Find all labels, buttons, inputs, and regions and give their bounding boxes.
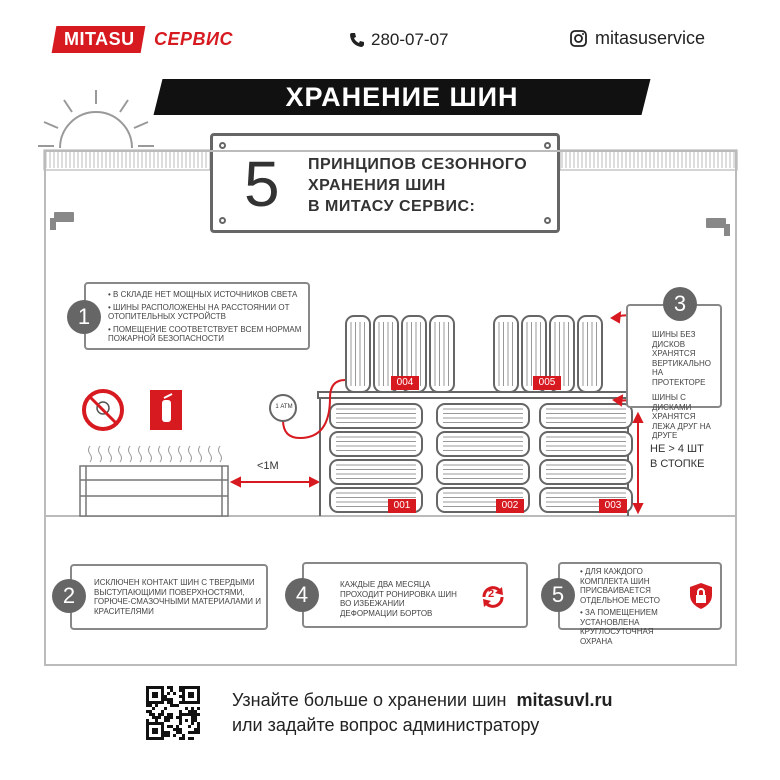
radiator-icon — [79, 465, 229, 517]
principle-5-number: 5 — [541, 578, 575, 612]
principle-5-text: • ДЛЯ КАЖДОГО КОМПЛЕКТА ШИН ПРИСВАИВАЕТС… — [580, 567, 660, 646]
logo-service: СЕРВИС — [154, 29, 233, 49]
tire-lying — [539, 431, 633, 457]
phone-icon — [350, 33, 364, 47]
tire-standing — [373, 315, 399, 393]
tire-standing — [577, 315, 603, 393]
tire-tag-005: 005 — [533, 376, 561, 390]
distance-arrow — [229, 476, 321, 488]
website-link[interactable]: mitasuvl.ru — [516, 690, 613, 710]
principle-2-text: ИСКЛЮЧЕН КОНТАКТ ШИН С ТВЕРДЫМИ ВЫСТУПАЮ… — [94, 578, 261, 616]
stack-height-arrow — [632, 411, 644, 515]
brand-logo: MITASU СЕРВИС — [51, 26, 233, 54]
principle-2-box — [70, 564, 268, 630]
principle-3-number: 3 — [663, 287, 697, 321]
principle-3-box — [626, 304, 722, 408]
fire-extinguisher-sign-icon — [150, 390, 182, 430]
instagram-icon — [570, 30, 587, 47]
page-title: ХРАНЕНИЕ ШИН — [285, 82, 519, 112]
tire-standing — [345, 315, 371, 393]
principle-2-number: 2 — [52, 579, 86, 613]
tire-standing — [493, 315, 519, 393]
rotation-icon — [482, 586, 504, 608]
intro-box — [210, 133, 560, 233]
no-light-sign-icon — [82, 389, 124, 431]
footer-text: Узнайте больше о хранении шин mitasuvl.r… — [232, 690, 613, 735]
distance-label: <1M — [257, 460, 279, 472]
principle-1-box — [84, 282, 310, 350]
tire-tag-002: 002 — [496, 499, 524, 513]
tire-lying — [436, 431, 530, 457]
camera-icon-left — [50, 212, 74, 230]
tire-lying — [329, 431, 423, 457]
principle-1-number: 1 — [67, 300, 101, 334]
principle-4-box — [302, 562, 528, 628]
tire-lying — [436, 459, 530, 485]
tire-lying — [436, 403, 530, 429]
tire-tag-004: 004 — [391, 376, 419, 390]
principle-3-text: ШИНЫ БЕЗ ДИСКОВ ХРАНЯТСЯ ВЕРТИКАЛЬНО НА … — [652, 330, 711, 440]
shield-lock-icon — [690, 583, 712, 609]
instagram-contact[interactable]: mitasuservice — [570, 28, 705, 49]
instagram-handle: mitasuservice — [595, 28, 706, 48]
principle-1-text: • В СКЛАДЕ НЕТ МОЩНЫХ ИСТОЧНИКОВ СВЕТА •… — [108, 290, 302, 343]
phone-number: 280-07-07 — [371, 30, 449, 49]
stack-limit-label: НЕ > 4 ШТ В СТОПКЕ — [650, 443, 705, 470]
tire-lying — [539, 403, 633, 429]
rotation-badge: 2 — [488, 588, 495, 600]
tire-lying — [329, 403, 423, 429]
tire-lying — [539, 459, 633, 485]
qr-code-icon[interactable] — [146, 686, 200, 740]
tire-tag-003: 003 — [599, 499, 627, 513]
intro-number: 5 — [244, 148, 280, 220]
tire-standing — [429, 315, 455, 393]
tire-tag-001: 001 — [388, 499, 416, 513]
tire-standing — [401, 315, 427, 393]
tire-lying — [329, 459, 423, 485]
tire-standing — [521, 315, 547, 393]
principle-4-number: 4 — [285, 578, 319, 612]
gauge-label: 1 АТМ — [275, 404, 293, 410]
tire-standing — [549, 315, 575, 393]
intro-text: ПРИНЦИПОВ СЕЗОННОГО ХРАНЕНИЯ ШИН В МИТАС… — [308, 156, 528, 215]
pressure-gauge-icon — [269, 379, 346, 440]
phone-contact[interactable]: 280-07-07 — [349, 30, 449, 50]
camera-icon-right — [706, 218, 730, 236]
principle-4-text: КАЖДЫЕ ДВА МЕСЯЦА ПРОХОДИТ РОНИРОВКА ШИН… — [340, 580, 457, 618]
sun-icon — [38, 90, 154, 149]
warehouse-outline — [44, 150, 737, 666]
